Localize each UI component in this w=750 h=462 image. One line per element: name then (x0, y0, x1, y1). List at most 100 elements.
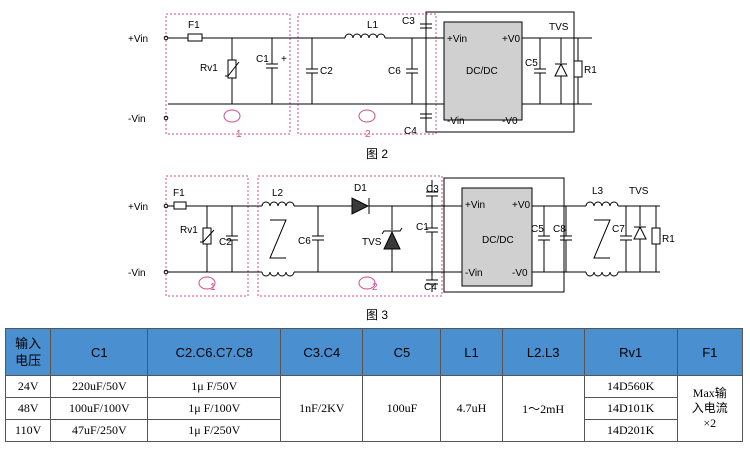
cell-c3c4-merged: 1nF/2KV (280, 375, 364, 442)
fig3-vin-pos-label: +Vin (128, 202, 148, 213)
fig3-zone-2-box (257, 175, 443, 297)
component-parameter-table: 输入 电压 C1 C2.C6.C7.C8 C3.C4 C5 L1 L2.L3 R… (4, 328, 744, 442)
fig2-vin-neg-label: -Vin (128, 114, 146, 125)
fig2-varistor-rv1 (227, 59, 237, 79)
fig2-l1-label: L1 (367, 20, 379, 31)
cell-rv1: 14D560K (583, 375, 678, 398)
fig3-zone-1-label: 1 (210, 282, 216, 293)
fig2-r1-label: R1 (584, 65, 597, 76)
cell-voltage: 48V (4, 397, 52, 420)
schematic-diagrams: 1 2 +Vin -Vin F1 L1 Rv1 C1 + C2 (128, 11, 675, 322)
fig2-zone-2-marker (358, 109, 376, 123)
f1-line-1: Max输 (692, 386, 727, 400)
header-input-voltage: 输入 电压 (4, 328, 52, 376)
fig3-fuse-f1 (173, 201, 187, 210)
fig3-zone-1-marker (198, 276, 216, 290)
fig2-inductor-l1 (344, 33, 386, 39)
fig2-zone-2-box (297, 13, 437, 135)
header-c1: C1 (50, 328, 149, 376)
fig2-terminal-neg (163, 115, 169, 121)
fig3-c7-label: C7 (612, 224, 625, 235)
fig3-caption: 图 3 (366, 308, 388, 322)
figure-3: 1 2 +Vin -Vin F1 Rv1 C2 L2 C (128, 175, 675, 322)
fig3-dcdc-module (461, 187, 533, 287)
fig3-c4-label: C4 (424, 282, 437, 293)
cell-c1: 220uF/50V (50, 375, 149, 398)
cell-rv1: 14D201K (583, 419, 678, 442)
table-row: 24V 220uF/50V 1μ F/50V 1nF/2KV 100uF 4.7… (4, 375, 744, 442)
fig3-c1-label: C1 (416, 222, 429, 233)
fig2-resistor-r1 (573, 60, 583, 78)
cell-l2l3-merged: 1～2mH (501, 375, 585, 442)
cell-c2: 1μ F/50V (147, 375, 282, 398)
fig3-choke-l3-top (585, 201, 619, 207)
fig2-fuse-f1 (187, 33, 203, 42)
header-f1: F1 (676, 328, 744, 376)
fig3-mod-name: DC/DC (482, 235, 514, 246)
figure-2: 1 2 +Vin -Vin F1 L1 Rv1 C1 + C2 (128, 11, 597, 161)
cell-voltage: 110V (4, 419, 52, 442)
cell-c1: 47uF/250V (50, 419, 149, 442)
fig3-rv1-label: Rv1 (180, 225, 198, 236)
f1-line-2: 入电流 (691, 401, 728, 415)
f1-line-3: ×2 (703, 416, 717, 430)
header-c3-c4: C3.C4 (280, 328, 364, 376)
fig2-dcdc-module (443, 21, 523, 121)
header-l1: L1 (440, 328, 503, 376)
table-row: 110V 47uF/250V 1μ F/250V 14D201K (4, 419, 743, 442)
fig3-c6-label: C6 (298, 236, 311, 247)
fig3-d1-label: D1 (354, 183, 367, 194)
table-header-row: 输入 电压 C1 C2.C6.C7.C8 C3.C4 C5 L1 L2.L3 R… (4, 328, 744, 376)
fig2-zone-1-box (165, 13, 291, 135)
fig2-terminal-pos (163, 35, 169, 41)
fig3-c5-label: C5 (531, 224, 544, 235)
fig2-f1-label: F1 (188, 20, 200, 31)
fig2-mod-nvo: -V0 (502, 116, 518, 127)
fig2-rv1-label: Rv1 (200, 63, 218, 74)
cell-rv1: 14D101K (583, 397, 678, 420)
fig3-mod-vin: +Vin (465, 200, 485, 211)
cell-f1-merged: Max输 入电流 ×2 (676, 375, 744, 442)
fig2-tvs-diode (554, 62, 568, 77)
cell-c2: 1μ F/250V (147, 419, 282, 442)
fig2-zone-1-label: 1 (236, 129, 242, 140)
fig2-caption: 图 2 (366, 147, 388, 161)
cell-l1-merged: 4.7uH (440, 375, 503, 442)
fig2-c6-label: C6 (388, 66, 401, 77)
fig3-l2-label: L2 (272, 188, 284, 199)
fig2-c5-label: C5 (525, 58, 538, 69)
fig3-choke-l2-top (261, 201, 295, 207)
fig2-c3-label: C3 (402, 16, 415, 27)
fig3-diode-d1 (351, 197, 370, 215)
header-c5: C5 (362, 328, 442, 376)
fig3-module-frame (443, 177, 565, 293)
fig3-mod-nvo: -V0 (512, 268, 528, 279)
fig3-terminal-neg (163, 269, 169, 275)
fig2-mod-vo: +V0 (502, 34, 521, 45)
fig2-vin-pos-label: +Vin (128, 34, 148, 45)
fig3-c2-label: C2 (219, 237, 232, 248)
fig2-mod-vin: +Vin (447, 34, 467, 45)
fig3-zone-2-label: 2 (372, 282, 378, 293)
fig3-vin-neg-label: -Vin (128, 268, 146, 279)
fig3-zone-1-box (165, 175, 249, 297)
fig2-tvs-label: TVS (549, 22, 569, 33)
fig2-mod-name: DC/DC (466, 66, 498, 77)
fig3-zone-2-marker (358, 276, 376, 290)
fig3-r1-label: R1 (662, 234, 675, 245)
cell-c1: 100uF/100V (50, 397, 149, 420)
fig3-tvs-output (633, 225, 647, 240)
fig2-c1-plus: + (281, 54, 287, 65)
fig3-mod-vo: +V0 (512, 200, 531, 211)
fig2-zone-1-marker (223, 109, 241, 123)
header-l2-l3: L2.L3 (501, 328, 585, 376)
fig3-tvs-input (383, 230, 401, 250)
fig2-c1-label: C1 (256, 54, 269, 65)
fig3-l3-label: L3 (592, 186, 604, 197)
fig3-resistor-r1 (651, 227, 661, 245)
cell-voltage: 24V (4, 375, 52, 398)
fig3-varistor-rv1 (202, 227, 212, 245)
header-c2-c6-c7-c8: C2.C6.C7.C8 (147, 328, 282, 376)
fig3-choke-l3-bottom (585, 271, 619, 277)
fig3-tvs-label: TVS (629, 186, 649, 197)
